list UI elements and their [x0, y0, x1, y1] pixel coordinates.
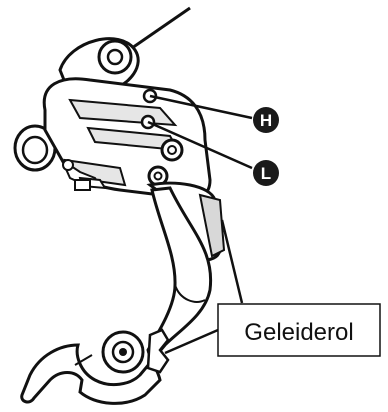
leader-line-geleiderol: [222, 220, 242, 303]
guide-pulley: [103, 330, 168, 372]
callout-l-letter: L: [261, 164, 271, 183]
guide-pulley-label: Geleiderol: [218, 304, 380, 356]
callout-h-badge: H: [253, 107, 279, 133]
guide-pulley-label-text: Geleiderol: [244, 319, 353, 346]
callout-h-letter: H: [260, 111, 272, 130]
callout-l-badge: L: [253, 160, 279, 186]
